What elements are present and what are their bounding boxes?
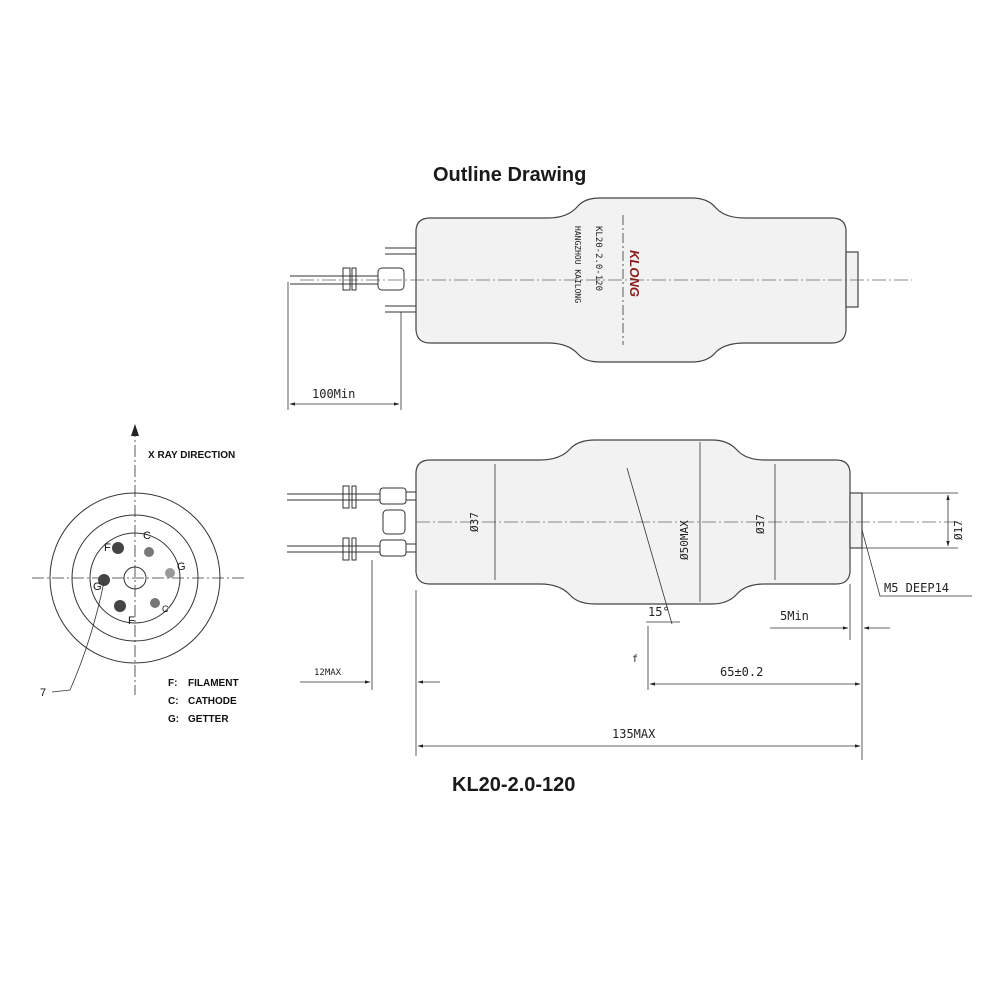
model-number: KL20-2.0-120 — [452, 774, 576, 796]
brand-logo: KLONG — [627, 250, 642, 297]
pin-label-c1: C — [143, 530, 151, 542]
base-center-hole — [123, 566, 147, 590]
anode-end-side — [849, 492, 863, 549]
pin-getter-2 — [98, 574, 110, 586]
pin-filament-2 — [114, 600, 126, 612]
side-view: Ø37 Ø50MAX Ø37 15° Ø17 — [287, 439, 972, 760]
pin-label-f2: F — [128, 615, 135, 627]
tube-marking-2: HANGZHOU KAILONG — [573, 226, 582, 303]
pin-label-f1: F — [104, 542, 111, 554]
legend-key-getter: G: — [168, 714, 179, 725]
base-outer-ring — [49, 492, 221, 664]
legend-text-getter: GETTER — [188, 714, 229, 725]
top-view: KL20-2.0-120 HANGZHOU KAILONG KLONG 100M… — [287, 197, 912, 410]
base-view: X RAY DIRECTION F C G G F C 7 F: FILAMEN… — [32, 424, 244, 725]
legend-key-filament: F: — [168, 678, 177, 689]
dimension-diameter-1: Ø37 — [468, 512, 481, 532]
pins-top — [290, 247, 416, 313]
pin-legend: F: FILAMENT C: CATHODE G: GETTER — [168, 678, 239, 725]
pins-side — [287, 485, 416, 561]
pin-label-g2: G — [93, 581, 102, 593]
dimension-diameter-max: Ø50MAX — [678, 520, 691, 560]
legend-key-cathode: C: — [168, 696, 179, 707]
dimension-end-diameter: Ø17 — [952, 520, 965, 540]
xray-direction-label: X RAY DIRECTION — [148, 450, 235, 461]
dimension-cable-length: 100Min — [312, 387, 355, 401]
dimension-65: 65±0.2 — [720, 665, 763, 679]
pin-cathode-2 — [150, 598, 160, 608]
dimension-5min: 5Min — [780, 609, 809, 623]
dimension-135max: 135MAX — [612, 727, 656, 741]
legend-text-cathode: CATHODE — [188, 696, 237, 707]
drawing-title: Outline Drawing — [433, 164, 587, 186]
pin-cathode-1 — [144, 547, 154, 557]
tube-marking-1: KL20-2.0-120 — [593, 226, 603, 291]
legend-text-filament: FILAMENT — [188, 678, 239, 689]
base-inner-ring — [89, 532, 181, 624]
anode-end-top — [845, 251, 859, 308]
dimension-12max: 12MAX — [314, 668, 342, 678]
dimension-angle: 15° — [648, 605, 670, 619]
dimension-thread: M5 DEEP14 — [884, 581, 949, 595]
base-middle-ring — [71, 514, 199, 642]
callout-number: 7 — [40, 687, 46, 699]
pin-filament-1 — [112, 542, 124, 554]
dimension-diameter-2: Ø37 — [754, 514, 767, 534]
focal-mark: f — [632, 654, 638, 665]
pin-label-c2: C — [162, 604, 169, 614]
pin-label-g1: G — [177, 561, 186, 573]
pin-getter-1 — [165, 568, 175, 578]
